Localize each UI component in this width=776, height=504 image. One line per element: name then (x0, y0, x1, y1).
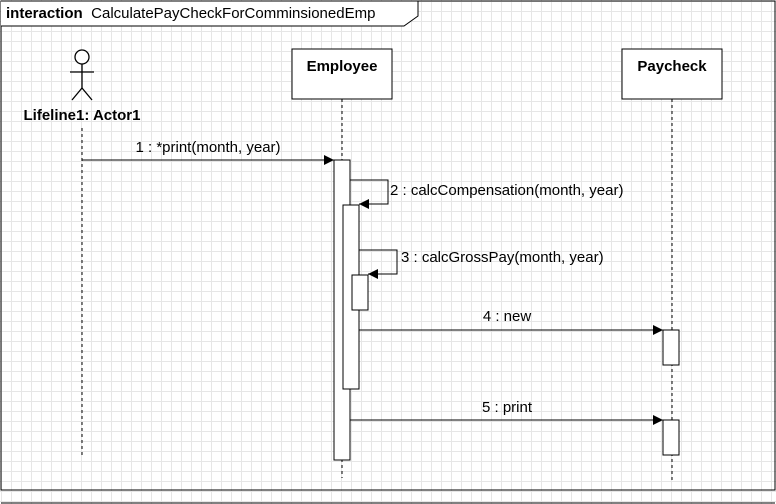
paycheck-activation-new[interactable] (662, 329, 680, 366)
frame-name: CalculatePayCheckForComminsionedEmp (91, 5, 375, 22)
message-5-label: 5 : print (482, 399, 533, 416)
employee-label: Employee (307, 58, 378, 75)
actor-label: Lifeline1: Actor1 (24, 107, 141, 124)
paycheck-box[interactable] (621, 48, 723, 100)
message-2-arrow (350, 179, 389, 209)
message-3-arrow (359, 249, 398, 279)
message-5[interactable]: 5 : print (350, 399, 663, 425)
paycheck-activation-print[interactable] (662, 419, 680, 456)
frame-keyword: interaction (6, 5, 83, 22)
employee-box[interactable] (291, 48, 393, 100)
message-1[interactable]: 1 : *print(month, year) (82, 139, 334, 165)
frame-title-tab (1, 0, 419, 27)
message-4-label: 4 : new (483, 308, 532, 325)
message-2[interactable]: 2 : calcCompensation(month, year) (350, 179, 623, 209)
paycheck-label: Paycheck (637, 58, 707, 75)
employee-lifeline[interactable]: Employee (291, 48, 393, 478)
message-3[interactable]: 3 : calcGrossPay(month, year) (359, 249, 604, 279)
actor-lifeline[interactable]: Lifeline1: Actor1 (24, 49, 141, 458)
actor-stick-figure-icon (70, 49, 94, 101)
message-1-label: 1 : *print(month, year) (135, 139, 280, 156)
message-2-label: 2 : calcCompensation(month, year) (390, 182, 623, 199)
employee-activation-calc-gross-pay[interactable] (351, 274, 369, 311)
paycheck-lifeline[interactable]: Paycheck (621, 48, 723, 482)
message-4[interactable]: 4 : new (359, 308, 663, 335)
frame-title: interaction CalculatePayCheckForComminsi… (6, 5, 375, 22)
message-3-label: 3 : calcGrossPay(month, year) (401, 249, 604, 266)
